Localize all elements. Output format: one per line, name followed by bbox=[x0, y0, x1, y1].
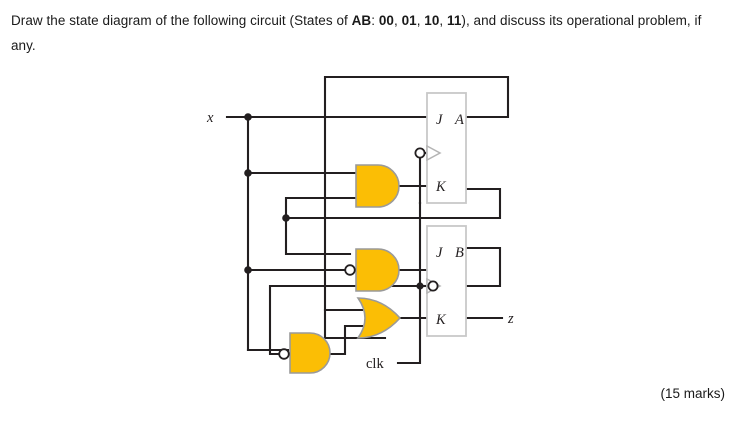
ff-b-clock-bubble bbox=[427, 280, 439, 292]
ff-a-k-label: K bbox=[435, 179, 447, 195]
gate-or bbox=[356, 297, 402, 339]
junction-dot-x-low bbox=[244, 266, 252, 274]
ff-b-output-label: B bbox=[455, 245, 464, 261]
ff-b-k-label: K bbox=[435, 312, 447, 328]
question-text: Draw the state diagram of the following … bbox=[11, 8, 723, 58]
state-11: 11 bbox=[447, 13, 462, 28]
gate-and-mid bbox=[344, 248, 400, 292]
question-prefix: Draw the state diagram of the following … bbox=[11, 13, 352, 28]
circuit-diagram: J A K J B K x z clk bbox=[0, 58, 600, 378]
state-00: 00 bbox=[378, 13, 394, 28]
clock-label: clk bbox=[366, 356, 384, 372]
junction-dot-a-fb bbox=[282, 214, 290, 222]
question-suffix: ), and discuss its operational problem, … bbox=[11, 13, 702, 53]
ff-a-clock-triangle bbox=[426, 144, 442, 162]
sep-2: , bbox=[416, 13, 425, 28]
ff-b: J B K bbox=[426, 225, 467, 337]
ff-a-j-label: J bbox=[436, 112, 443, 128]
sep-3: , bbox=[439, 13, 448, 28]
gate-and-mid-input-bubble bbox=[344, 264, 356, 276]
sep-1: , bbox=[393, 13, 402, 28]
ff-a-clock-bubble bbox=[414, 147, 426, 159]
marks-label: (15 marks) bbox=[660, 386, 725, 401]
ff-a: J A K bbox=[414, 92, 467, 204]
state-10: 10 bbox=[424, 13, 440, 28]
question-colon: : bbox=[371, 13, 379, 28]
junction-dot-x-top bbox=[244, 113, 252, 121]
junction-dot-x-mid bbox=[244, 169, 252, 177]
gate-and-top bbox=[355, 164, 400, 208]
gate-and-bottom-input-bubble bbox=[278, 348, 290, 360]
question-ab-bold: AB bbox=[351, 13, 372, 28]
gate-and-bottom bbox=[278, 332, 331, 374]
state-01: 01 bbox=[401, 13, 417, 28]
output-label-z: z bbox=[507, 311, 514, 327]
input-label-x: x bbox=[206, 110, 214, 126]
ff-a-output-label: A bbox=[454, 112, 464, 128]
ff-b-j-label: J bbox=[436, 245, 443, 261]
